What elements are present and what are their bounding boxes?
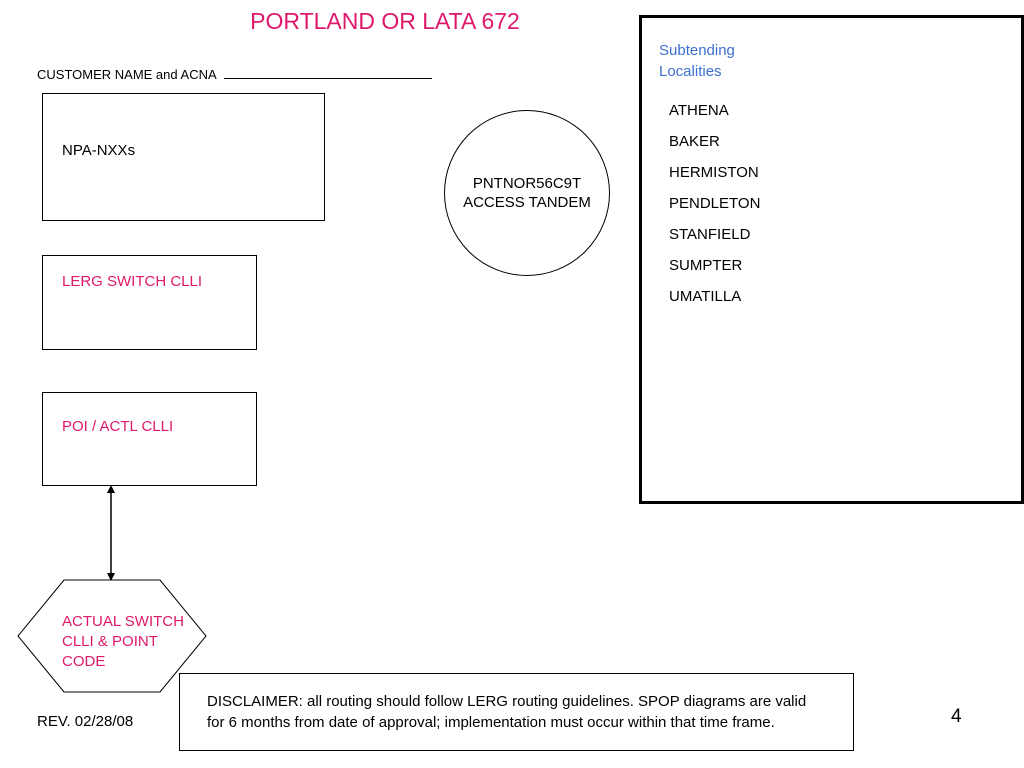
bidirectional-connector-arrow: [107, 485, 115, 581]
locality-item: ATHENA: [669, 102, 729, 119]
lerg-switch-clli-box: LERG SWITCH CLLI: [42, 255, 257, 350]
locality-item: STANFIELD: [669, 226, 751, 243]
access-tandem-circle: PNTNOR56C9T ACCESS TANDEM: [444, 110, 610, 276]
tandem-type: ACCESS TANDEM: [463, 194, 591, 211]
poi-actl-clli-label: POI / ACTL CLLI: [62, 418, 174, 435]
localities-list: ATHENA BAKER HERMISTON PENDLETON STANFIE…: [669, 100, 760, 317]
page-number: 4: [951, 706, 962, 727]
locality-item: HERMISTON: [669, 164, 759, 181]
revision-date: REV. 02/28/08: [37, 713, 134, 730]
subtending-localities-panel: Subtending Localities ATHENA BAKER HERMI…: [639, 15, 1024, 504]
customer-name-blank-line: [223, 66, 432, 79]
npa-nxx-label: NPA-NXXs: [62, 142, 136, 159]
customer-name-label: CUSTOMER NAME and ACNA: [37, 67, 216, 82]
disclaimer-text: DISCLAIMER: all routing should follow LE…: [207, 693, 807, 731]
actual-switch-hexagon: [17, 579, 207, 693]
locality-item: SUMPTER: [669, 257, 743, 274]
locality-item: UMATILLA: [669, 288, 742, 305]
poi-actl-clli-box: POI / ACTL CLLI: [42, 392, 257, 486]
localities-heading: Subtending Localities: [659, 42, 735, 80]
lerg-switch-clli-label: LERG SWITCH CLLI: [62, 273, 203, 290]
locality-item: PENDLETON: [669, 195, 761, 212]
npa-nxx-box: NPA-NXXs: [42, 93, 325, 221]
customer-name-acna-field: CUSTOMER NAME and ACNA: [37, 66, 432, 82]
disclaimer-box: DISCLAIMER: all routing should follow LE…: [179, 673, 854, 751]
locality-item: BAKER: [669, 133, 720, 150]
page-title: PORTLAND OR LATA 672: [250, 8, 520, 34]
actual-switch-clli-label: ACTUAL SWITCH CLLI & POINT CODE: [62, 613, 184, 670]
tandem-clli: PNTNOR56C9T: [472, 175, 582, 192]
